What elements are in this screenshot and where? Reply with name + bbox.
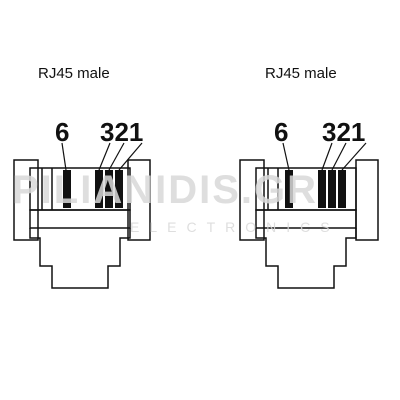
contact-pin-1 xyxy=(115,170,123,208)
connector-title: RJ45 male xyxy=(38,65,110,82)
leader-lines xyxy=(282,142,367,171)
rj45-connector-left: RJ45 male 6 321 xyxy=(13,65,151,289)
pin-label-321: 321 xyxy=(100,117,143,147)
watermark: PILIANIDIS.GR ELECTRONICS xyxy=(12,168,340,235)
contact-pin-6 xyxy=(63,170,71,208)
pin-label-321: 321 xyxy=(322,117,365,147)
connector-outline xyxy=(13,159,151,289)
contacts xyxy=(63,170,123,208)
contacts xyxy=(285,170,346,208)
watermark-brand: PILIANIDIS.GR xyxy=(12,168,318,212)
contact-pin-2 xyxy=(105,170,113,208)
connector-title: RJ45 male xyxy=(265,65,337,82)
contact-pin-2 xyxy=(328,170,336,208)
contact-pin-3 xyxy=(95,170,103,208)
contact-pin-3 xyxy=(318,170,326,208)
rj45-connector-right: RJ45 male 6 321 xyxy=(239,65,379,289)
leader-lines xyxy=(61,142,143,171)
watermark-sub: ELECTRONICS xyxy=(130,219,340,235)
contact-pin-6 xyxy=(285,170,293,208)
pin-label-6: 6 xyxy=(55,117,69,147)
connector-outline xyxy=(239,159,379,289)
pin-label-6: 6 xyxy=(274,117,288,147)
contact-pin-1 xyxy=(338,170,346,208)
